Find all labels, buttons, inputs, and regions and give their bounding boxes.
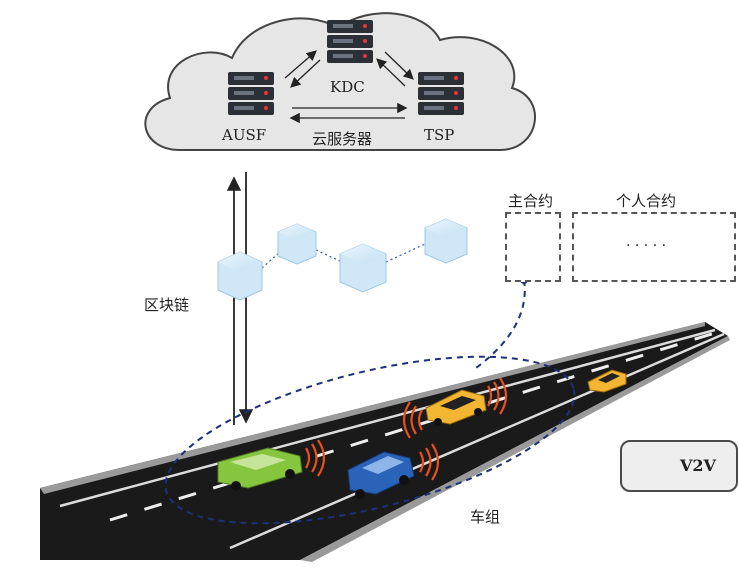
main-contract-box — [505, 212, 561, 282]
yellow-car — [425, 389, 487, 426]
vehicle-group-ellipse — [164, 355, 576, 525]
v2v-legend: V2V — [620, 440, 738, 492]
cloud-arrows — [284, 50, 414, 124]
label-ausf: AUSF — [222, 126, 267, 144]
contract-link — [475, 279, 526, 369]
label-cloud-server: 云服务器 — [312, 130, 373, 148]
label-kdc: KDC — [330, 78, 365, 96]
server-icon-kdc — [327, 20, 373, 63]
label-tsp: TSP — [424, 126, 455, 144]
block-cube — [277, 223, 317, 265]
blockchain-links — [261, 243, 426, 269]
signal-icon — [305, 377, 508, 481]
personal-contract-box — [572, 212, 736, 282]
label-main-contract: 主合约 — [508, 192, 554, 210]
label-v2v: V2V — [680, 456, 716, 475]
label-blockchain: 区块链 — [144, 296, 190, 314]
block-cube — [339, 243, 387, 293]
block-cube — [424, 218, 468, 264]
label-personal-contract: 个人合约 — [616, 192, 677, 210]
label-vehicle-group: 车组 — [470, 508, 501, 526]
yellow-car — [587, 369, 627, 393]
blue-car — [347, 451, 415, 499]
green-car — [217, 447, 303, 491]
block-cube — [217, 251, 263, 301]
server-icon-ausf — [228, 72, 274, 115]
server-icon-tsp — [418, 72, 464, 115]
road — [40, 322, 730, 562]
contract-ellipsis: · · · · · — [626, 238, 667, 254]
